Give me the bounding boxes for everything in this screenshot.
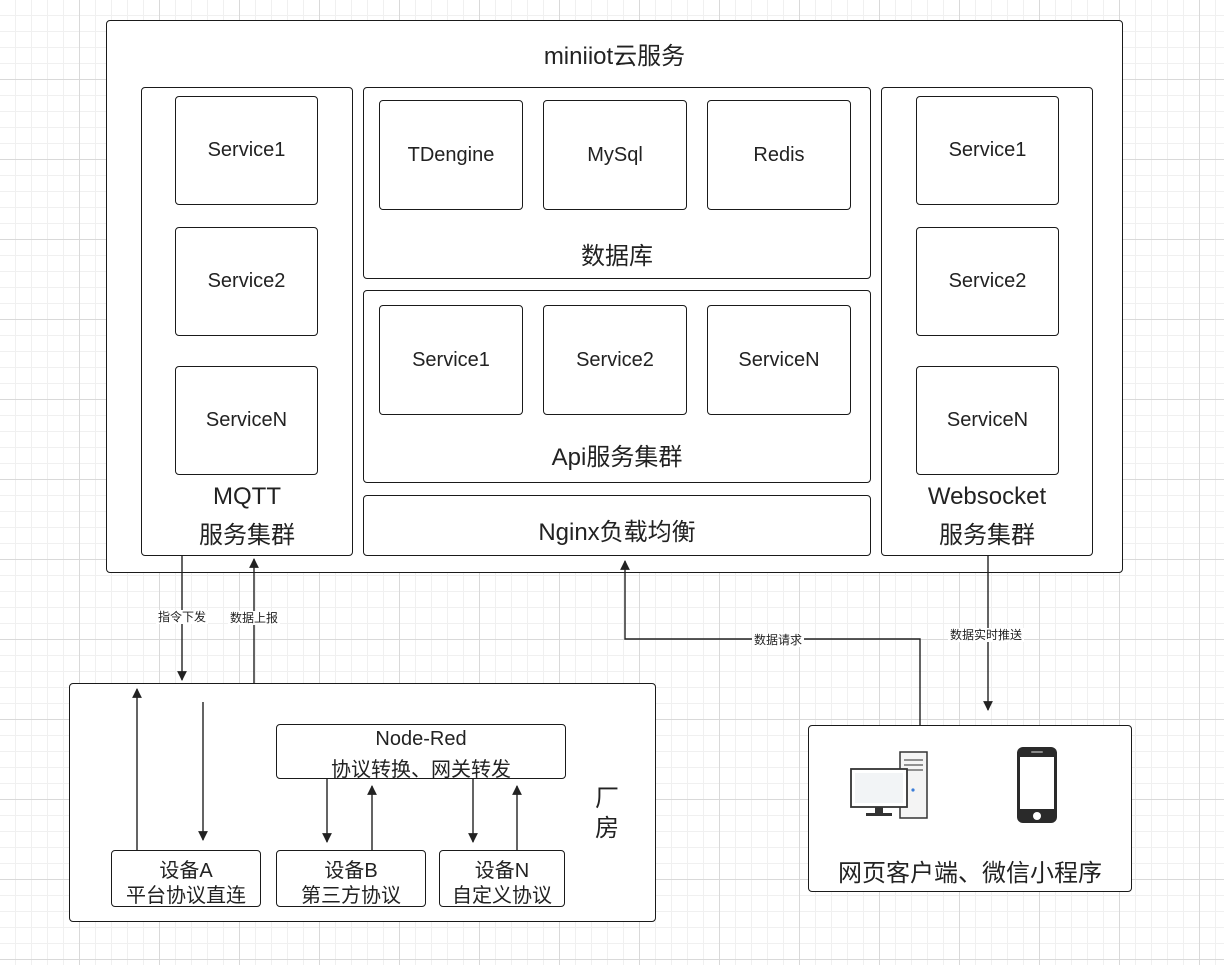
api-service-1: Service1 xyxy=(379,305,523,415)
device-a-name: 设备A xyxy=(159,860,213,882)
ws-service-2: Service2 xyxy=(916,227,1059,336)
nginx-title: Nginx负载均衡 xyxy=(538,519,696,546)
mqtt-service-1: Service1 xyxy=(175,96,318,205)
command-down-label: 指令下发 xyxy=(156,610,209,624)
websocket-title-line1: Websocket xyxy=(927,483,1047,510)
data-request-label: 数据请求 xyxy=(752,633,805,647)
api-service-2: Service2 xyxy=(543,305,687,415)
ws-service-n: ServiceN xyxy=(916,366,1059,475)
nodered-node xyxy=(276,724,566,779)
ws-service-1: Service1 xyxy=(916,96,1059,205)
cloud-title: miniiot云服务 xyxy=(543,43,686,70)
factory-title-line1: 厂 xyxy=(595,785,619,812)
device-b-desc: 第三方协议 xyxy=(301,885,401,907)
device-b-name: 设备B xyxy=(324,860,378,882)
mqtt-service-2: Service2 xyxy=(175,227,318,336)
device-n-desc: 自定义协议 xyxy=(452,885,552,907)
device-n xyxy=(439,850,565,907)
mqtt-service-n: ServiceN xyxy=(175,366,318,475)
device-b xyxy=(276,850,426,907)
realtime-push-label: 数据实时推送 xyxy=(948,628,1025,642)
api-title: Api服务集群 xyxy=(551,444,683,471)
client-title: 网页客户端、微信小程序 xyxy=(838,860,1102,887)
database-title: 数据库 xyxy=(581,243,653,270)
device-n-name: 设备N xyxy=(474,860,530,882)
client-container xyxy=(808,725,1132,892)
mysql-node: MySql xyxy=(543,100,687,210)
desktop-computer-icon xyxy=(850,751,928,819)
websocket-title-line2: 服务集群 xyxy=(939,522,1035,549)
mqtt-title-line1: MQTT xyxy=(213,483,281,510)
factory-title-line2: 房 xyxy=(595,815,619,842)
nodered-line2: 协议转换、网关转发 xyxy=(331,759,511,781)
api-service-n: ServiceN xyxy=(707,305,851,415)
data-up-label: 数据上报 xyxy=(228,611,281,625)
mobile-phone-icon xyxy=(1017,747,1057,823)
device-a xyxy=(111,850,261,907)
nodered-line1: Node-Red xyxy=(375,728,467,750)
redis-node: Redis xyxy=(707,100,851,210)
nginx-node xyxy=(363,495,871,556)
device-a-desc: 平台协议直连 xyxy=(126,885,246,907)
tdengine-node: TDengine xyxy=(379,100,523,210)
mqtt-title-line2: 服务集群 xyxy=(199,522,295,549)
